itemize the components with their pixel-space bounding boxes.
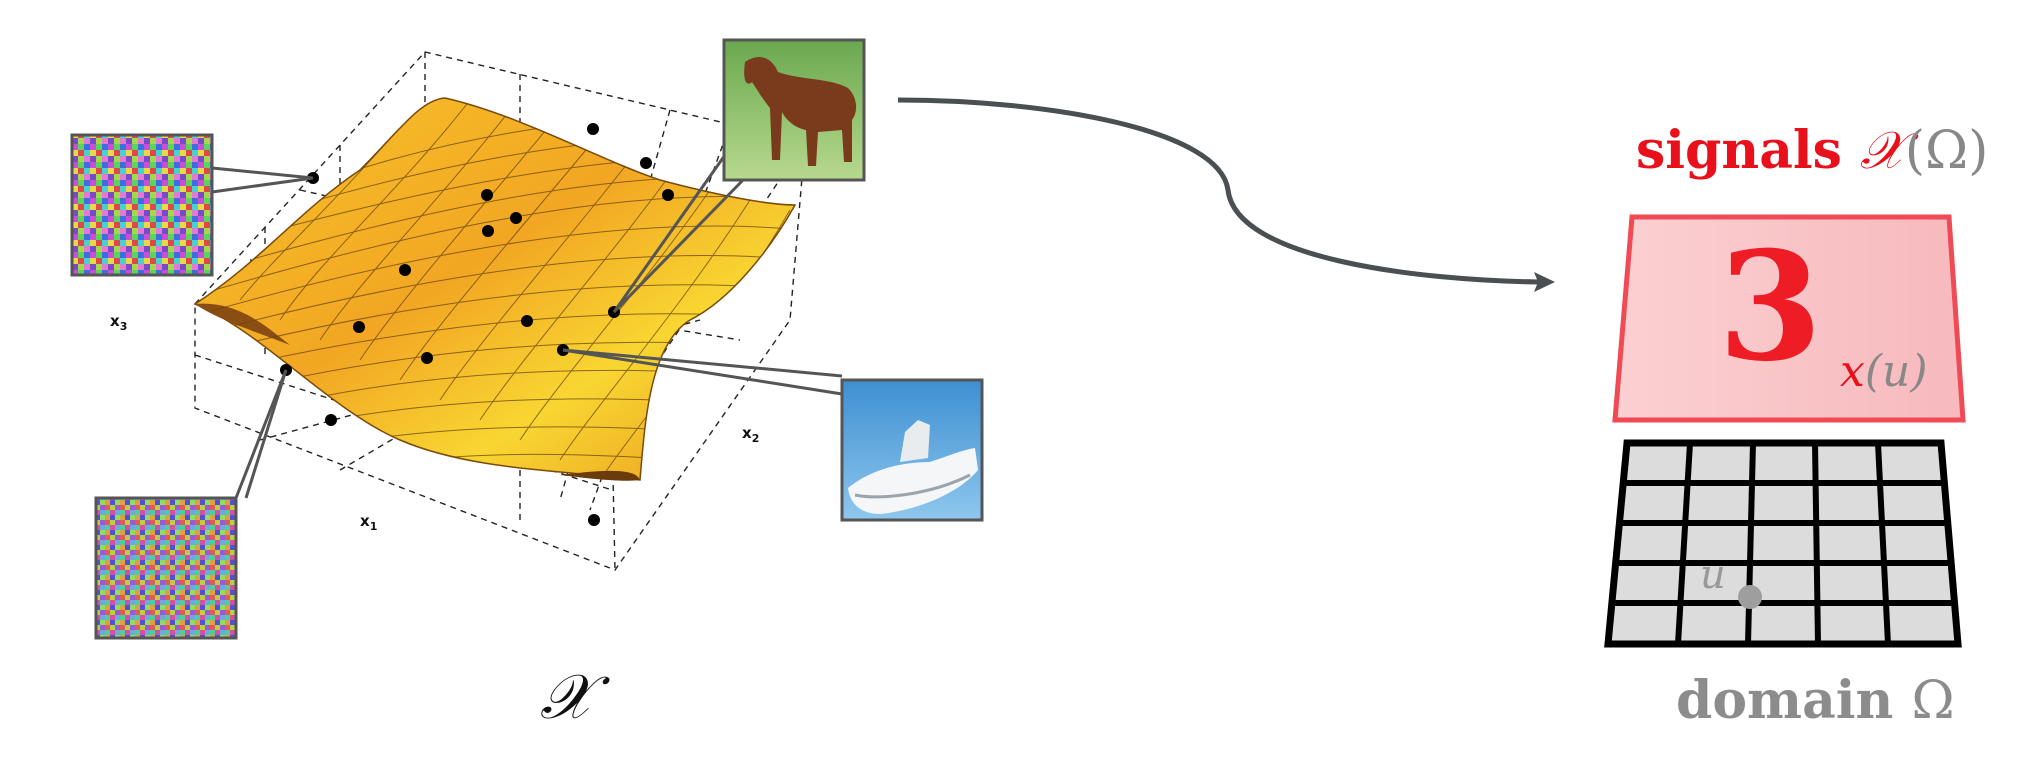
signal-value-label: x(u): [1840, 346, 1928, 397]
mapping-arrow: [897, 97, 1555, 292]
data-point: [640, 157, 652, 169]
data-point: [587, 123, 599, 135]
domain-point: [1738, 585, 1762, 609]
axis-label-x3: x3: [110, 312, 128, 333]
data-point: [421, 352, 433, 364]
axis-label-x1: x1: [360, 512, 378, 533]
data-point: [521, 315, 533, 327]
data-point: [399, 264, 411, 276]
noise-sample-bottom: [94, 496, 238, 640]
data-points: [280, 123, 674, 526]
domain-title: domain Ω: [1676, 670, 1955, 731]
boat-sample: [840, 378, 984, 522]
data-manifold-surface: [193, 97, 797, 481]
leader-lines: [211, 147, 843, 499]
horse-icon: [744, 57, 857, 166]
data-point: [353, 321, 365, 333]
data-point: [325, 414, 337, 426]
domain-grid: [1604, 439, 1962, 648]
signal-panel: [1612, 214, 1966, 423]
digit-three-glyph: 3: [1718, 219, 1823, 395]
data-space-label: 𝒳: [540, 660, 594, 733]
noise-sample-top: [70, 133, 214, 277]
axis-label-x2: x2: [742, 424, 760, 445]
domain-point-label: u: [1700, 552, 1726, 598]
signals-title: signals 𝒳(Ω): [1636, 120, 1989, 181]
data-point: [481, 189, 493, 201]
data-point: [662, 189, 674, 201]
data-point: [588, 514, 600, 526]
data-point: [482, 225, 494, 237]
horse-sample: [722, 38, 866, 182]
data-point: [510, 212, 522, 224]
